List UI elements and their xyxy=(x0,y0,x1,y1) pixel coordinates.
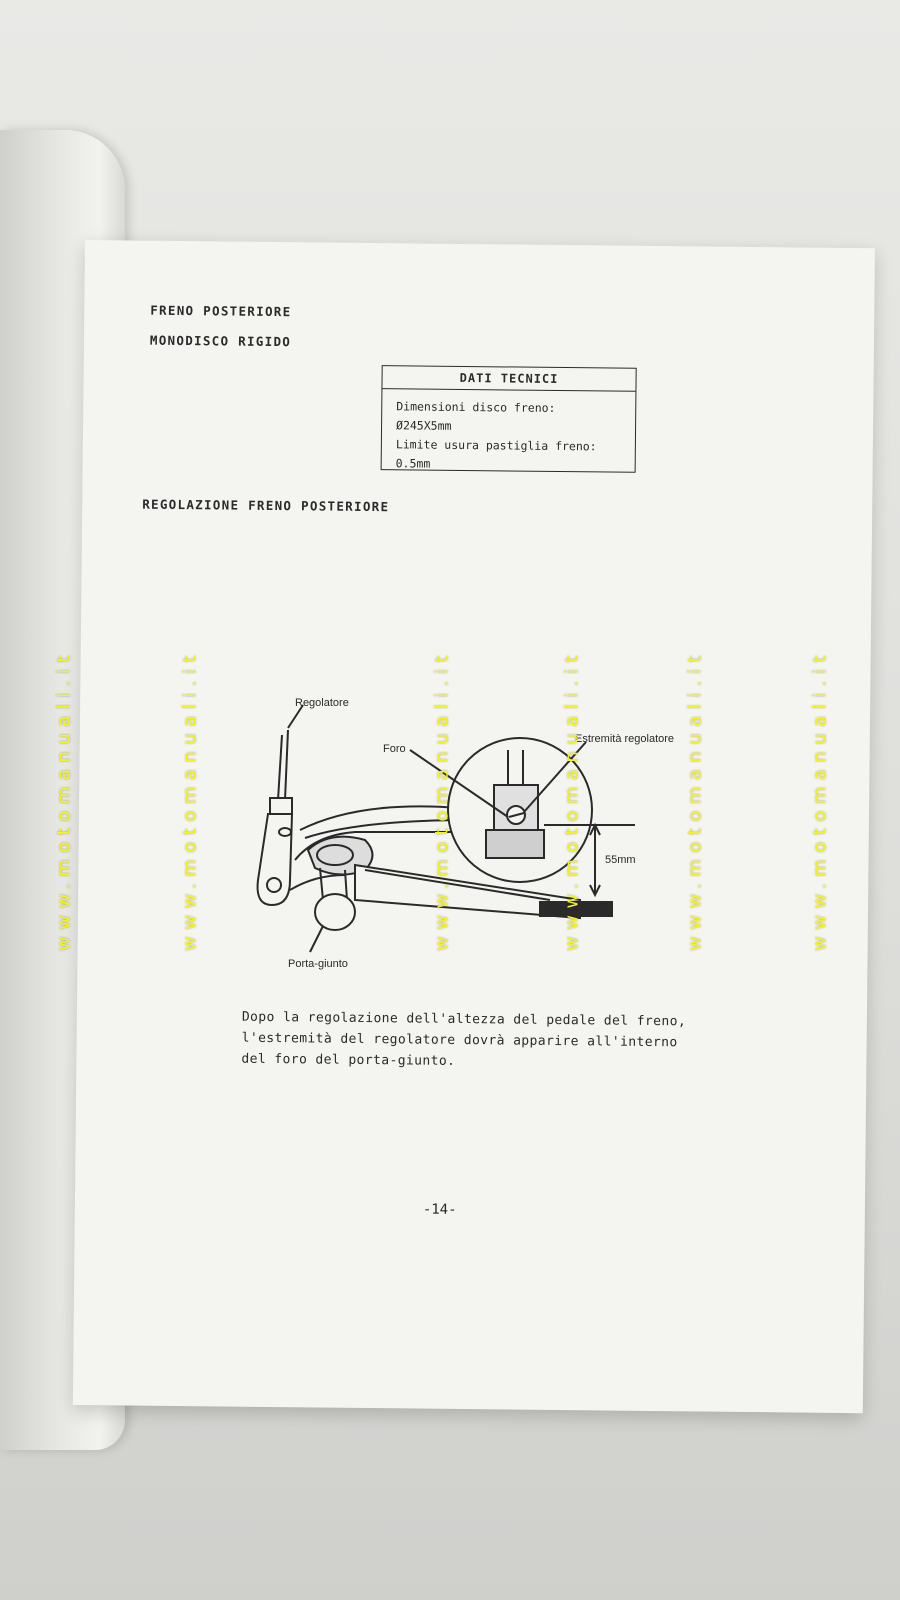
heading-freno-posteriore: FRENO POSTERIORE xyxy=(150,302,292,320)
tech-line: Ø245X5mm xyxy=(396,418,452,433)
watermark: www.motomanuali.it xyxy=(179,648,201,952)
tech-line: Dimensioni disco freno: xyxy=(396,399,556,415)
watermark: www.motomanuali.it xyxy=(53,648,75,952)
brake-adjustment-diagram: Regolatore Foro Estremità regolatore 55m… xyxy=(256,697,674,970)
regolatore-rod xyxy=(284,729,289,801)
tech-data-box: DATI TECNICI Dimensioni disco freno: Ø24… xyxy=(380,365,637,473)
watermark: www.motomanuali.it xyxy=(561,648,583,952)
label-estremita-regolatore: Estremità regolatore xyxy=(575,733,674,745)
watermark: www.motomanuali.it xyxy=(431,648,453,952)
watermark: www.motomanuali.it xyxy=(684,648,706,952)
regolatore-nut xyxy=(269,797,293,815)
label-porta-giunto: Porta-giunto xyxy=(288,958,348,970)
page-number: -14- xyxy=(422,1201,457,1218)
label-foro: Foro xyxy=(383,743,406,755)
tech-line: Limite usura pastiglia freno: xyxy=(395,437,597,454)
tech-data-title: DATI TECNICI xyxy=(382,366,636,392)
watermark: www.motomanuali.it xyxy=(809,648,831,952)
label-dimension: 55mm xyxy=(605,854,636,866)
body-line: del foro del porta-giunto. xyxy=(241,1051,456,1069)
pedal-pad xyxy=(539,901,613,917)
label-regolatore: Regolatore xyxy=(295,697,349,709)
heading-monodisco-rigido: MONODISCO RIGIDO xyxy=(149,332,292,350)
